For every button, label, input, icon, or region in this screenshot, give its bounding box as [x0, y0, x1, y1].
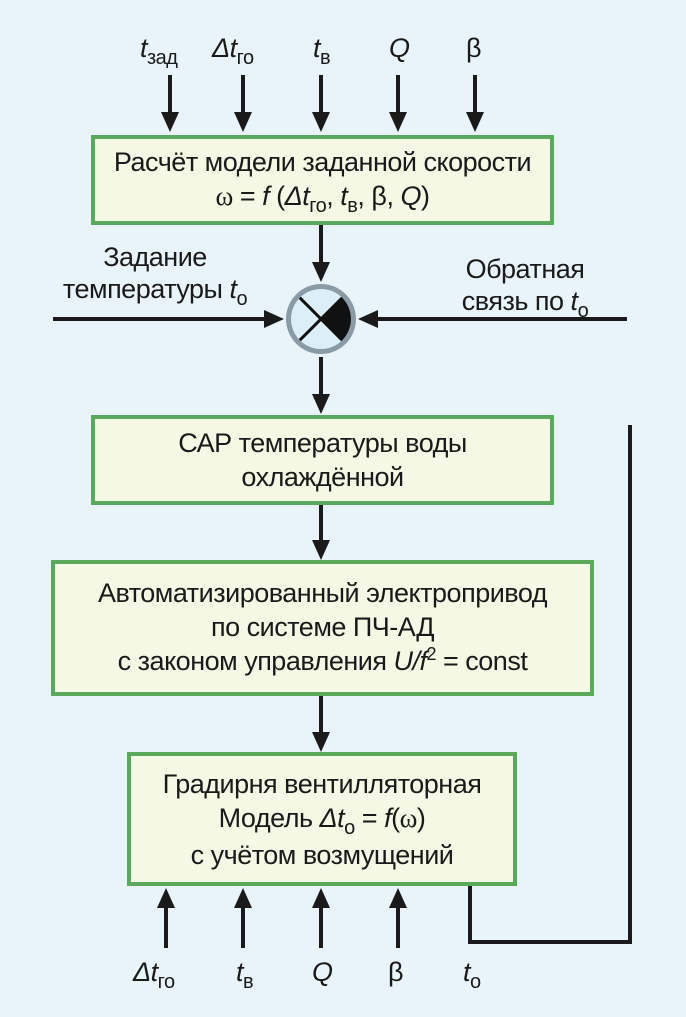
box-cooling-tower-line2: Модель Δtо = f(ω) [218, 802, 426, 839]
bottom-label-q: Q [312, 957, 333, 987]
box-speed-model-formula: ω = f (Δtго, tв, β, Q) [215, 180, 430, 217]
box-temperature-control: САР температуры воды охлаждённой [91, 415, 554, 505]
box-cooling-tower-line3: с учётом возмущений [190, 839, 454, 870]
feedback-loop-line [468, 425, 632, 944]
arrowhead [161, 112, 179, 132]
setpoint-label: Задание температуры tо [62, 242, 248, 310]
bottom-label-beta: β [388, 957, 404, 987]
bottom-label-dt-go: Δtго [133, 957, 175, 993]
box-temperature-control-line2: охлаждённой [241, 462, 404, 492]
box-cooling-tower: Градирня вентилляторная Модель Δtо = f(ω… [127, 752, 517, 886]
input-label-q: Q [389, 33, 410, 63]
box-electric-drive: Автоматизированный электропривод по сист… [51, 560, 594, 696]
feedback-label: Обратная связь по tо [461, 254, 589, 322]
box-speed-model-title: Расчёт модели заданной скорости [113, 146, 532, 177]
bottom-label-t-v: tв [236, 957, 254, 993]
box-electric-drive-line3: с законом управления U/f2 = const [117, 643, 528, 676]
box-speed-model: Расчёт модели заданной скорости ω = f (Δ… [91, 135, 554, 225]
box-cooling-tower-line1: Градирня вентилляторная [162, 768, 482, 799]
summing-junction [286, 284, 356, 354]
box-temperature-control-line1: САР температуры воды [178, 428, 467, 458]
box-electric-drive-line1: Автоматизированный электропривод [97, 577, 548, 608]
input-label-dt-go: Δtго [212, 33, 254, 69]
bottom-label-t-o: tо [463, 957, 481, 993]
input-label-t-v: tв [313, 33, 331, 69]
box-electric-drive-line2: по системе ПЧ-АД [211, 611, 434, 642]
input-label-t-zad: tзад [140, 33, 178, 69]
input-label-beta: β [466, 33, 482, 63]
